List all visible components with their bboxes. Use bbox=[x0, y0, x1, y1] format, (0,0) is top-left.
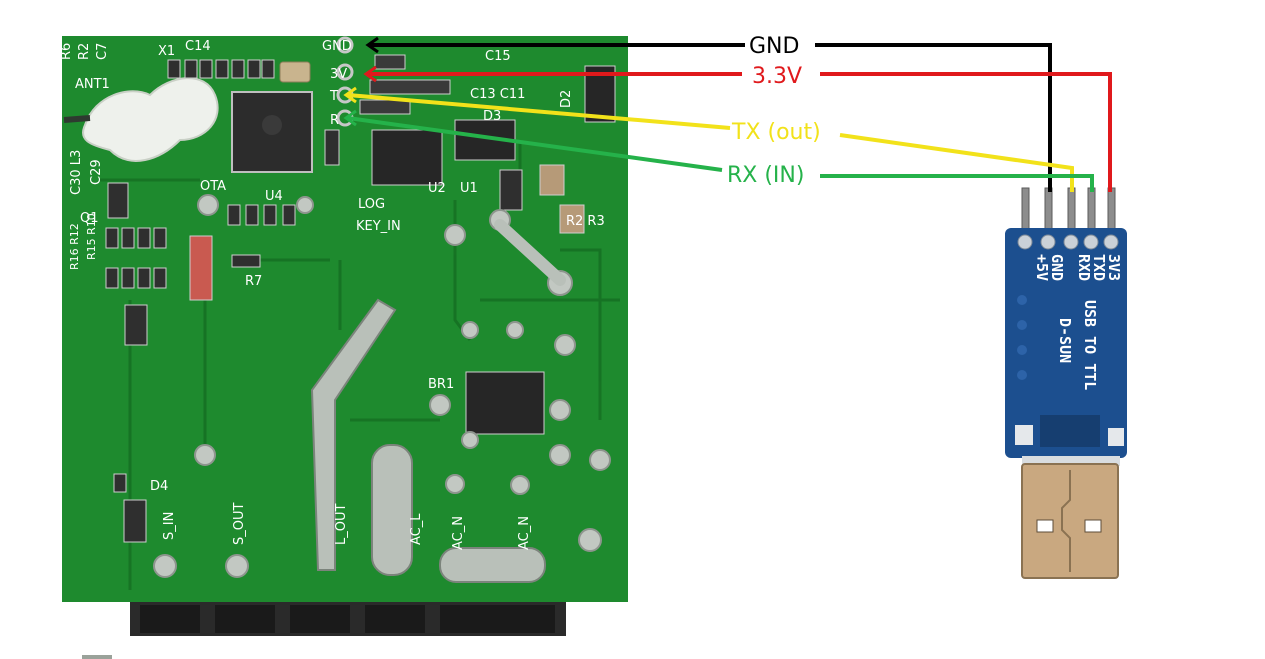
silk-l-out: L_OUT bbox=[334, 504, 349, 545]
silk-s-in: S_IN bbox=[162, 512, 177, 540]
silk-3v3: 3V bbox=[330, 67, 347, 82]
silk-s-out: S_OUT bbox=[232, 503, 247, 545]
smd-components bbox=[105, 54, 616, 543]
usb-pin-pads bbox=[1017, 234, 1119, 250]
silk-d3: D3 bbox=[483, 109, 501, 124]
ac-l-solder bbox=[371, 444, 413, 576]
usb-brand: D-SUN bbox=[1056, 318, 1074, 363]
label-3v3: 3.3V bbox=[752, 64, 802, 89]
silk-r: R bbox=[330, 113, 339, 128]
silk-ant1: ANT1 bbox=[75, 77, 110, 92]
wire-tx-arrow bbox=[343, 86, 357, 104]
silk-r16: R16 R12 bbox=[68, 223, 81, 270]
usb-header-pins bbox=[1021, 187, 1116, 234]
silk-c13: C13 C11 bbox=[470, 87, 525, 102]
silk-r15: R15 R10 bbox=[85, 213, 98, 260]
silk-u4: U4 bbox=[265, 189, 283, 204]
silk-ac-n-1: AC_N bbox=[451, 516, 466, 550]
silk-r2r3: R2 R3 bbox=[566, 214, 605, 229]
silk-x1: X1 bbox=[158, 44, 175, 59]
usb-pin-3v3: 3V3 bbox=[1105, 254, 1123, 281]
usb-connector-emboss bbox=[1061, 470, 1071, 572]
usb-connector bbox=[1021, 463, 1119, 579]
silk-br1: BR1 bbox=[428, 377, 454, 392]
usb-pin-rxd: RXD bbox=[1075, 254, 1093, 281]
silk-u2: U2 bbox=[428, 181, 446, 196]
silk-c14: C14 bbox=[185, 39, 211, 54]
wire-rx bbox=[347, 116, 1094, 192]
usb-connector-collar bbox=[1022, 456, 1120, 466]
silk-ota: OTA bbox=[200, 179, 226, 194]
usb-pin-labels: 3V3 TXD RXD GND +5V USB TO TTL D-SUN bbox=[1033, 254, 1123, 390]
label-gnd: GND bbox=[749, 34, 799, 59]
crystal bbox=[279, 61, 311, 83]
silk-ac-n-2: AC_N bbox=[517, 516, 532, 550]
pcb-board: R6 R2 C7 X1 C14 ANT1 C29 C30 L3 Q1 OTA U… bbox=[59, 36, 628, 636]
silk-c30: C30 L3 bbox=[69, 150, 84, 195]
wire-tx bbox=[347, 93, 1074, 192]
wire-vcc bbox=[368, 72, 1112, 192]
silk-u1: U1 bbox=[460, 181, 478, 196]
silk-d4: D4 bbox=[150, 479, 168, 494]
wires bbox=[343, 36, 1112, 192]
silk-d2: D2 bbox=[559, 90, 574, 108]
silkscreen: R6 R2 C7 X1 C14 ANT1 C29 C30 L3 Q1 OTA U… bbox=[59, 39, 605, 550]
usb-pin-txd: TXD bbox=[1090, 254, 1108, 281]
u1-solder bbox=[494, 219, 566, 286]
label-tx: TX (out) bbox=[731, 120, 821, 145]
silk-log: LOG bbox=[358, 197, 385, 212]
wire-gnd-arrow bbox=[365, 36, 379, 54]
usb-pin-5v: +5V bbox=[1033, 254, 1051, 281]
silk-t: T bbox=[329, 89, 338, 104]
usb-pcb bbox=[1005, 228, 1127, 458]
usb-chip bbox=[1040, 415, 1100, 447]
l-out-solder bbox=[310, 298, 397, 571]
silk-r2-top: R2 bbox=[77, 43, 92, 60]
label-rx: RX (IN) bbox=[727, 163, 804, 188]
usb-led bbox=[1015, 425, 1033, 445]
bottom-edge-fragment bbox=[82, 655, 112, 659]
usb-connector-holes bbox=[1036, 519, 1102, 533]
usb-led-2 bbox=[1108, 428, 1124, 446]
wire-labels: GND 3.3V TX (out) RX (IN) bbox=[727, 34, 821, 188]
silk-gnd: GND bbox=[322, 39, 352, 54]
silk-r7: R7 bbox=[245, 274, 262, 289]
usb-vias bbox=[1017, 295, 1027, 380]
silk-q1: Q1 bbox=[80, 211, 99, 226]
usb-ttl-adapter: 3V3 TXD RXD GND +5V USB TO TTL D-SUN bbox=[1005, 187, 1127, 579]
silk-c29: C29 bbox=[89, 159, 104, 185]
silk-r6: R6 bbox=[59, 43, 74, 60]
antenna-trace bbox=[63, 115, 91, 123]
wire-rx-arrow bbox=[343, 109, 357, 127]
ac-n-solder bbox=[439, 547, 546, 583]
terminal-block-slots bbox=[140, 605, 555, 633]
silk-c7: C7 bbox=[95, 43, 110, 60]
silk-key-in: KEY_IN bbox=[356, 219, 401, 234]
esp-chip bbox=[231, 91, 313, 173]
wire-gnd bbox=[370, 43, 1052, 192]
glue-blob bbox=[82, 77, 219, 162]
silk-c15: C15 bbox=[485, 49, 511, 64]
silk-ac-l: AC_L bbox=[409, 513, 424, 545]
usb-title: USB TO TTL bbox=[1081, 300, 1099, 390]
wire-vcc-arrow bbox=[363, 65, 377, 83]
usb-pin-gnd: GND bbox=[1048, 254, 1066, 281]
